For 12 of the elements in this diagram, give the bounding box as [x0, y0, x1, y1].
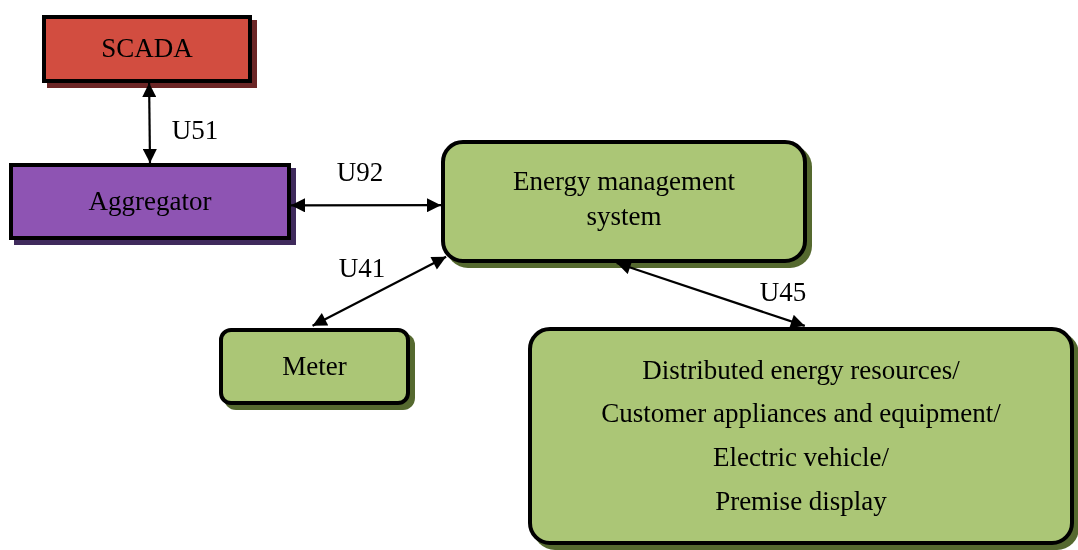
- box-label: Distributed energy resources/: [642, 353, 960, 387]
- box-label: Premise display: [715, 484, 887, 518]
- box-label: Energy management system: [511, 165, 737, 234]
- box-label: Aggregator: [88, 184, 212, 218]
- box-label: SCADA: [101, 32, 193, 66]
- box-label: Customer appliances and equipment/: [601, 397, 1001, 431]
- box-label: Meter: [282, 349, 347, 383]
- double-arrow: [312, 255, 447, 327]
- double-arrow: [616, 260, 806, 329]
- double-arrow: [142, 83, 157, 163]
- box-label: Electric vehicle/: [712, 441, 890, 474]
- double-arrow: [291, 198, 441, 213]
